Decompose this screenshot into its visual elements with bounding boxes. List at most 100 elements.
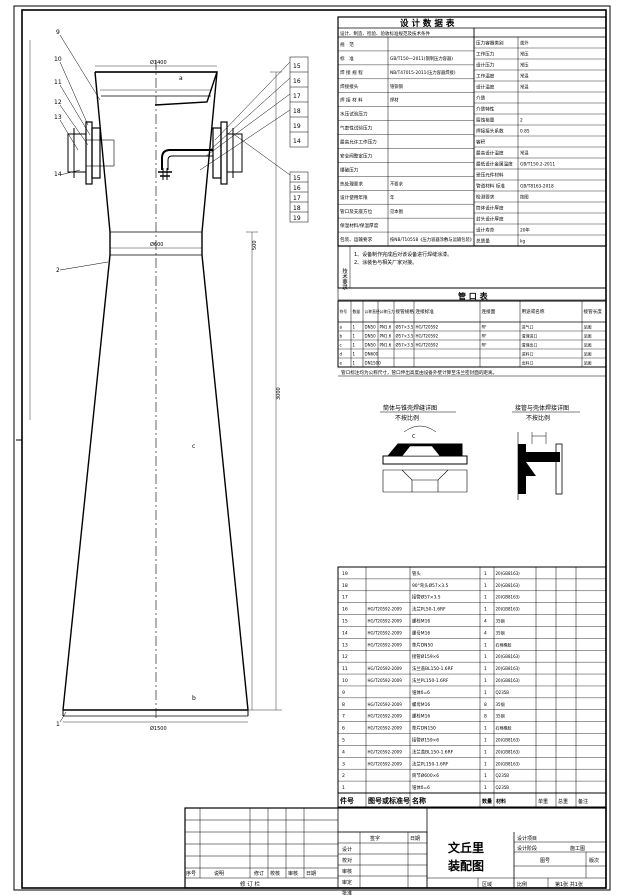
nozzle-cell: b	[340, 333, 343, 338]
nozzle-cell: 1	[353, 333, 356, 338]
design-data-left-value: 按NB/T10558《压力容器涂敷与运输包装》	[390, 236, 474, 243]
revision-headers: 序号说明修订校核审核日期	[186, 870, 316, 877]
design-data-left-label: 最高允许工作压力	[340, 139, 377, 146]
bom-cell: 垫片DN50	[412, 641, 433, 648]
drawing-title-1: 文丘里	[448, 840, 484, 855]
note-1: 1、设备制作完成后对该设备进行焊缝涂漆。	[354, 251, 452, 258]
bom-cell: 15	[342, 619, 348, 625]
design-data-left-label: 包装、运输要求	[340, 236, 373, 243]
nozzle-cell: DN50	[365, 342, 377, 347]
design-data-left-label: 热处理要求	[340, 180, 363, 187]
nozzle-cell: HG/T20592	[416, 342, 439, 347]
bom-cell: 1	[484, 785, 487, 791]
bom-header: 名称	[412, 796, 426, 805]
design-data-right-value: 20年	[520, 227, 530, 234]
sheet-border	[13, 5, 611, 891]
leader-label: 12	[54, 99, 62, 106]
design-data-right-label: 封头设计厚度	[476, 216, 504, 223]
bom-cell: 4	[484, 619, 487, 625]
tb-stage: 设计阶段	[517, 845, 537, 852]
design-data-left-value: NB/T47015-2011(压力容器焊接)	[390, 69, 456, 76]
bom-cell: 2	[342, 773, 345, 779]
bom-cell: 接管Ø159×6	[412, 736, 439, 743]
nozzle-header: 接管规格	[396, 308, 415, 315]
nozzle-cell: 见图	[584, 341, 592, 347]
design-data-left-label: 设计使用年限	[340, 194, 368, 201]
leader-label: 10	[54, 56, 62, 63]
design-data-left-label: 焊 接 材 料	[340, 97, 363, 104]
dim-top-width: Ø1400	[150, 59, 167, 66]
leader-label: 13	[54, 114, 62, 121]
bom-cell: HG/T20592-2009	[368, 630, 403, 635]
left-cone-wall	[94, 71, 111, 233]
nozzle-header: 连接面	[482, 308, 496, 315]
nozzle-header: 公称直径	[365, 309, 380, 314]
nozzle-cell: 1	[353, 324, 356, 329]
bom-cell: HG/T20592-2009	[368, 714, 403, 719]
design-data-title: 设 计 数 据 表	[400, 18, 455, 29]
bom-cell: 3	[342, 761, 345, 767]
design-data-right-label: 受压元件材料	[476, 172, 504, 179]
leader-label: 19	[293, 123, 301, 130]
note-2: 2、涂装色与相关厂家对接。	[354, 259, 417, 266]
design-data-left-label: 焊接接头	[340, 83, 359, 90]
bom-cell: 1	[484, 583, 487, 589]
bom-cell: 11	[342, 666, 348, 672]
bom-cell: 法兰PL150-1.6RF	[412, 677, 449, 684]
leader-label: 14	[293, 138, 301, 145]
technical-notes: 技术要求 1、设备制作完成后对该设备进行焊缝涂漆。 2、涂装色与相关厂家对接。	[337, 245, 607, 291]
nozzle-label-a: a	[179, 75, 183, 82]
design-data-left-label: 规 范	[340, 41, 354, 48]
dim-throat: Ø600	[150, 241, 163, 248]
weld-detail-2: 接管与壳体焊接详图 不按比例	[512, 404, 580, 500]
nozzle-right	[212, 121, 243, 185]
nozzle-cell: HG/T20592	[416, 333, 439, 338]
nozzle-cell: d	[340, 351, 343, 356]
nozzle-cell: 见图	[584, 323, 592, 329]
design-data-right-label: 设计寿命	[476, 227, 495, 234]
bom-cell: 8	[342, 702, 345, 708]
design-data-right-value: 常压	[520, 51, 529, 58]
design-data-right-value: GB/T8163-2018	[520, 184, 554, 190]
nozzle-cell: PN1.6	[380, 342, 392, 347]
design-data-right-value: 按图	[520, 194, 529, 201]
bom-cell: 1	[484, 773, 487, 779]
bom-cell: 石棉橡胶	[496, 725, 512, 731]
bom-cell: 14	[342, 630, 348, 636]
design-data-right-value: 常温	[520, 150, 529, 157]
nozzle-label-c: c	[192, 443, 195, 450]
bom-cell: 20(GB8163)	[496, 761, 521, 766]
nozzle-cell: DN600	[365, 351, 379, 356]
nozzle-cell: DN50	[365, 324, 377, 329]
leader-label: 18	[293, 205, 301, 212]
sign-header: 签字	[370, 835, 380, 842]
nozzle-header: 公称压力	[380, 309, 395, 314]
nozzle-label-b: b	[192, 695, 196, 702]
notes-label: 技术要求	[341, 267, 348, 291]
design-data-left-label: 保温材料/保温厚度	[340, 222, 379, 229]
bom-cell: Q235B	[496, 785, 510, 790]
nozzle-cell: RF	[482, 342, 488, 347]
bom-cell: Q235B	[496, 690, 510, 695]
nozzle-cell: e	[340, 360, 343, 365]
leader-label: 15	[293, 175, 301, 182]
design-data-right-label: 检测要求	[476, 194, 495, 201]
bom-cell: 20(GB8163)	[496, 666, 521, 671]
nozzle-cell: 进气口	[522, 323, 534, 329]
tb-stage-value: 施工图	[570, 845, 585, 852]
leaders-left: 9 10 11 12 13 14 2 1	[54, 29, 109, 728]
bom-cell: 锥体δ=6	[412, 784, 430, 791]
bom-cell: 35钢	[496, 629, 505, 635]
bom-cell: 螺母M16	[412, 629, 430, 636]
bom-cell: 6	[342, 726, 345, 732]
bom-cell: 20(GB8163)	[496, 678, 521, 683]
bom-cell: 1	[484, 595, 487, 601]
bom-cell: 1	[484, 642, 487, 648]
bom-cell: 20(GB8163)	[496, 749, 521, 754]
role-label: 设计	[342, 846, 352, 853]
nozzle-left	[67, 121, 115, 185]
nozzle-cell: HG/T20592	[416, 324, 439, 329]
bom-cell: 4	[484, 630, 487, 636]
